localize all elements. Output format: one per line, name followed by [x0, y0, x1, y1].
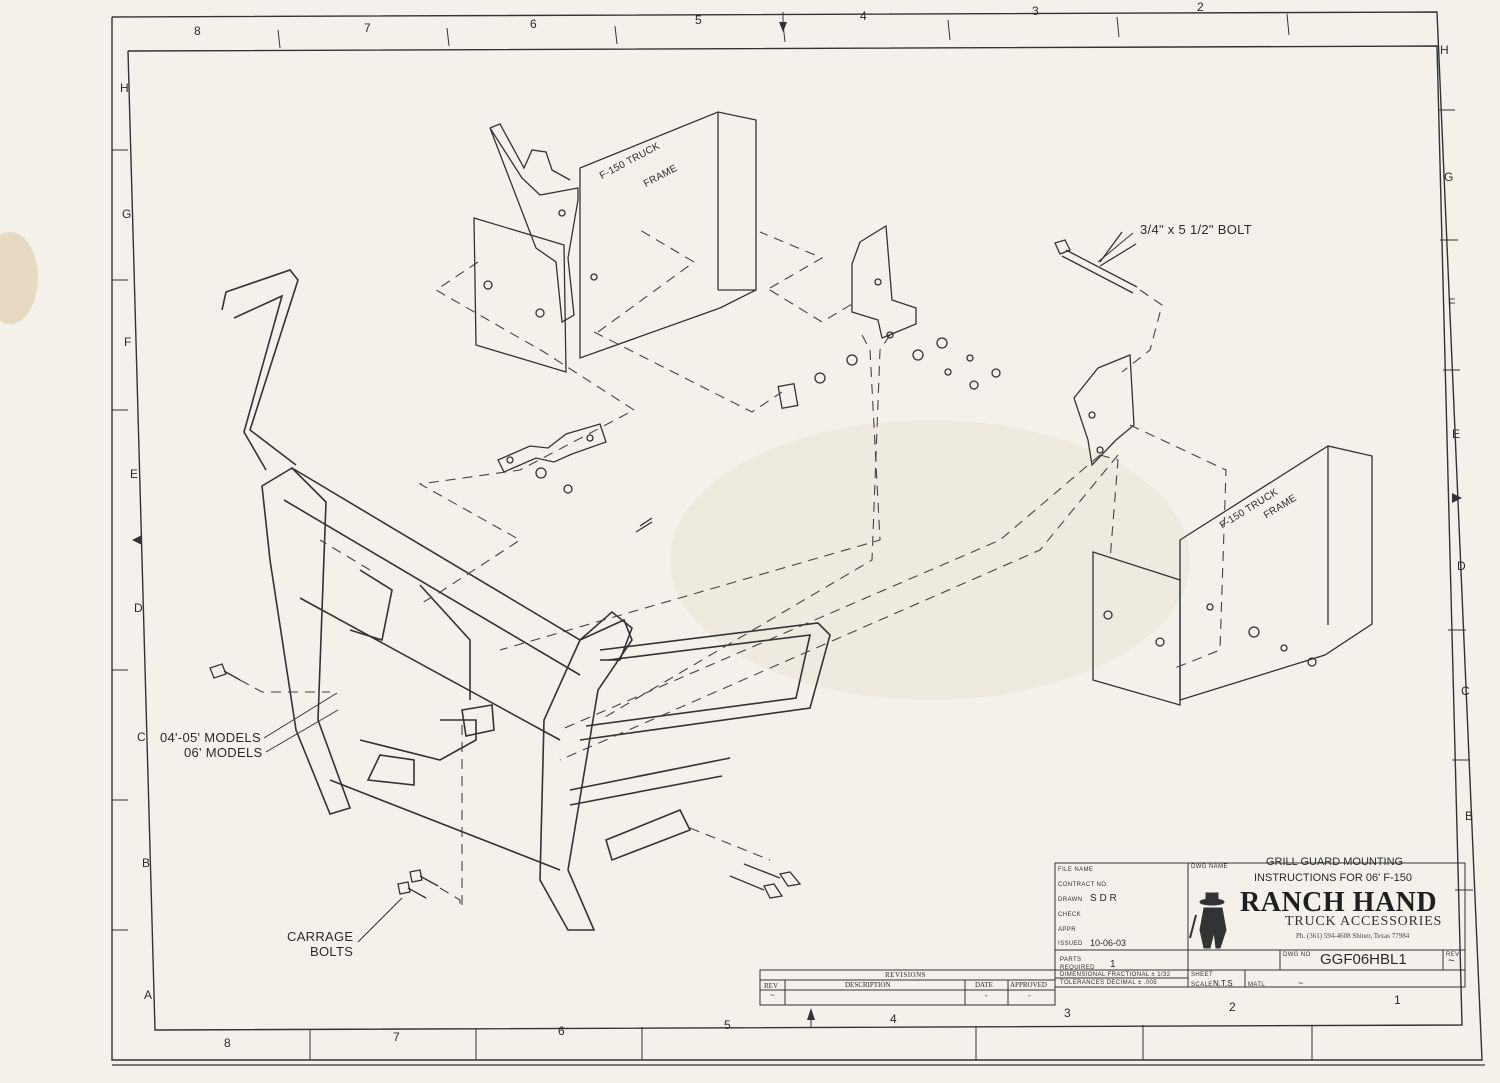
file-name-label: FILE NAME: [1058, 867, 1094, 873]
zone-bottom-3: 3: [1064, 1006, 1071, 1020]
left-frame-rail: [473, 111, 757, 373]
revisions-col-description: DESCRIPTION: [845, 981, 891, 989]
small-bracket: [497, 423, 653, 533]
zone-right-b: B: [1465, 809, 1474, 823]
rev-label: REV: [1446, 952, 1460, 958]
appr-label: APPR: [1058, 927, 1076, 933]
company-phone: Ph. (361) 594-4608 Shiner, Texas 77984: [1296, 932, 1410, 940]
zone-right-c: C: [1461, 684, 1470, 698]
dwg-name-label: DWG NAME: [1191, 864, 1228, 870]
revisions-rev-value: ~: [770, 991, 775, 1000]
drawn-value: S D R: [1090, 893, 1117, 904]
required-label: REQUIRED: [1060, 965, 1095, 971]
tolerances-note: TOLERANCES DECIMAL ± .005: [1060, 980, 1157, 986]
zone-left-a: A: [144, 988, 153, 1002]
revisions-col-approved: APPROVED: [1010, 981, 1047, 989]
zone-top-8: 8: [194, 24, 201, 38]
models-0405-label: 04'-05' MODELS: [160, 730, 261, 745]
required-value: 1: [1110, 959, 1116, 970]
zone-top-7: 7: [364, 21, 371, 35]
leader-lines: [263, 232, 1134, 943]
zone-bottom-4: 4: [890, 1012, 897, 1026]
right-bracket-bolt: [1054, 239, 1138, 467]
issued-label: ISSUED: [1058, 941, 1083, 947]
zone-top-6: 6: [530, 17, 537, 31]
revisions-approved-value: -: [1028, 991, 1031, 1000]
title-line2: INSTRUCTIONS FOR 06' F-150: [1254, 872, 1412, 884]
zone-top-4: 4: [860, 9, 867, 23]
sheet-border: [111, 11, 1485, 1066]
watermark-blur: [670, 420, 1190, 700]
revisions-header: REVISIONS: [885, 971, 927, 979]
models-06-label: 06' MODELS: [184, 745, 263, 760]
check-label: CHECK: [1058, 912, 1082, 918]
zone-bottom-2: 2: [1229, 1000, 1236, 1014]
zone-left-h: H: [120, 81, 129, 95]
parts-label: PARTS: [1060, 957, 1082, 963]
grill-guard: [221, 269, 831, 931]
drawn-label: DRAWN: [1058, 897, 1083, 903]
contract-label: CONTRACT NO.: [1058, 882, 1109, 888]
zone-top-3: 3: [1032, 4, 1039, 18]
zone-bottom-5: 5: [724, 1018, 731, 1032]
title-block: [759, 862, 1466, 1006]
carrage-bolts-label-line1: CARRAGE: [287, 929, 354, 944]
scale-label: SCALE: [1191, 982, 1213, 988]
zone-right-e: E: [1452, 427, 1461, 441]
rev-value: ~: [1448, 955, 1455, 967]
scale-value: N.T.S: [1213, 979, 1233, 988]
zone-left-c: C: [137, 730, 146, 744]
zone-right-h: H: [1440, 43, 1449, 57]
assembly-dashed-lines: [239, 229, 1227, 910]
zone-left-g: G: [122, 207, 132, 221]
revisions-col-date: DATE: [975, 981, 993, 989]
zone-ticks: [112, 13, 1473, 1060]
company-subtitle: TRUCK ACCESSORIES: [1285, 914, 1443, 929]
drawing-number: GGF06HBL1: [1320, 951, 1407, 968]
company-name: RANCH HAND: [1240, 887, 1438, 918]
ranch-hand-logo-icon: [1189, 892, 1227, 949]
zone-bottom-7: 7: [393, 1030, 400, 1044]
zone-top-5: 5: [695, 13, 702, 27]
zone-bottom-6: 6: [558, 1024, 565, 1038]
matl-value: ~: [1298, 978, 1304, 988]
dwg-no-label: DWG NO: [1283, 952, 1311, 958]
zone-right-f: F: [1448, 296, 1456, 310]
carrage-bolts-label-line2: BOLTS: [310, 944, 354, 959]
revisions-date-value: -: [985, 991, 988, 1000]
zone-top-2: 2: [1197, 0, 1204, 14]
issued-value: 10-06-03: [1090, 938, 1127, 948]
zone-left-e: E: [130, 467, 139, 481]
zone-bottom-8: 8: [224, 1036, 231, 1050]
matl-label: MATL: [1248, 982, 1266, 988]
title-line1: GRILL GUARD MOUNTING: [1266, 856, 1404, 868]
sheet-label: SHEET: [1191, 972, 1214, 978]
zone-right-g: G: [1444, 170, 1454, 184]
right-frame-rail: [1092, 445, 1373, 706]
revisions-col-rev: REV: [764, 982, 778, 990]
paper-stain: [0, 232, 38, 324]
zone-left-f: F: [124, 335, 132, 349]
center-bracket: [777, 224, 1001, 409]
zone-right-d: D: [1457, 559, 1466, 573]
dimensional-note: DIMENSIONAL FRACTIONAL ± 1/32: [1060, 972, 1171, 978]
zone-left-d: D: [134, 601, 143, 615]
assembly-drawing: [209, 111, 1373, 931]
zone-left-b: B: [142, 856, 151, 870]
zone-bottom-1: 1: [1394, 993, 1401, 1007]
bolt-callout: 3/4" x 5 1/2" BOLT: [1140, 222, 1252, 237]
